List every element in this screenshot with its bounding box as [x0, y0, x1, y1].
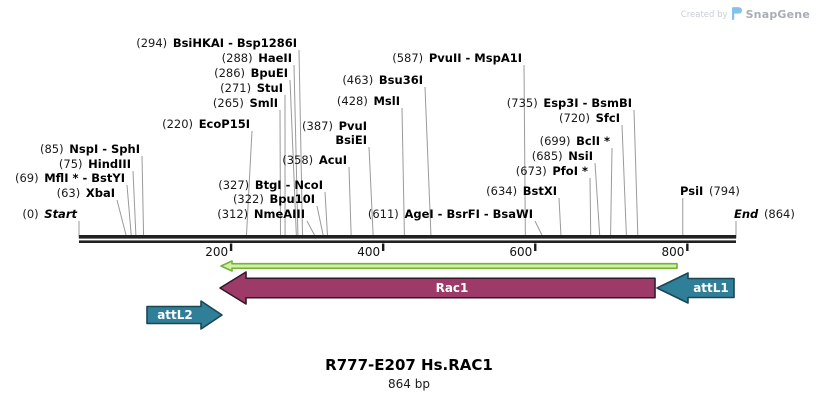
ruler-tick-400: [381, 243, 385, 251]
site-label-psii: PsiI (794): [680, 184, 740, 198]
site-label-haeii: (288) HaeII: [221, 51, 292, 65]
site-connector-358: [348, 166, 352, 239]
site-connector-69: [126, 184, 132, 239]
site-label-bsihkai-bsp1286i: (294) BsiHKAI - Bsp1286I: [136, 36, 297, 50]
ruler-tick-800: [686, 243, 689, 251]
site-connector-387: [368, 146, 374, 239]
site-label-stui: (271) StuI: [220, 81, 283, 95]
ruler-number-400: 400: [357, 245, 381, 259]
site-connector-322: [316, 205, 325, 239]
snapgene-brand-text: SnapGene: [745, 8, 810, 21]
site-connector-685: [594, 162, 601, 239]
site-connector-265: [279, 109, 282, 239]
sequence-line-bottom: [79, 240, 736, 243]
site-connector-327: [324, 191, 329, 239]
site-label-bcli: (699) BclI *: [539, 134, 610, 148]
site-label-esp3i-bsmbi: (735) Esp3I - BsmBI: [506, 96, 632, 110]
sequence-line-top: [79, 235, 736, 239]
ruler-tick-200: [229, 243, 233, 251]
ruler-tick-600: [534, 243, 537, 251]
green-range-arrow: [220, 260, 678, 272]
feature-arrow-rac1: [219, 271, 656, 305]
site-connector-587: [523, 64, 526, 239]
site-label-msli: (428) MslI: [336, 94, 400, 108]
site-label-bstxi: (634) BstXI: [486, 184, 557, 198]
site-label-nmeaiii: (312) NmeAIII: [217, 207, 305, 221]
site-connector-220: [245, 130, 253, 239]
ruler-number-600: 600: [509, 245, 533, 259]
feature-arrow-attl2: [146, 300, 223, 330]
site-connector-286: [289, 79, 297, 239]
site-label-mfli-bstyi: (69) MflI * - BstYI: [14, 171, 125, 185]
site-label-nsii: (685) NsiI: [531, 149, 593, 163]
site-label-end: End (864): [734, 207, 795, 221]
site-label-pfoi: (673) PfoI *: [515, 164, 588, 178]
site-label-sfci: (720) SfcI: [559, 111, 620, 125]
site-connector-735: [633, 109, 639, 239]
feature-label-attl2: attL2: [157, 308, 193, 322]
ruler-number-800: 800: [661, 245, 685, 259]
site-connector-75: [132, 170, 137, 239]
ruler-number-200: 200: [205, 245, 229, 259]
feature-arrow-attl1: [656, 272, 735, 304]
site-connector-463: [424, 86, 432, 239]
site-label-agei-bsrfi-bsawi: (611) AgeI - BsrFI - BsaWI: [367, 207, 533, 221]
site-label-start: (0) Start: [22, 207, 77, 221]
site-connector-634: [558, 197, 562, 239]
site-connector-294: [298, 49, 304, 239]
construct-length: 864 bp: [388, 377, 430, 391]
created-by-text: Created by: [680, 9, 728, 20]
site-connector-720: [621, 124, 627, 239]
site-label-btgi-ncoi: (327) BtgI - NcoI: [218, 178, 323, 192]
site-label-bsu36i: (463) Bsu36I: [342, 73, 423, 87]
site-label-xbai: (63) XbaI: [56, 186, 115, 200]
site-connector-85: [141, 155, 145, 239]
site-label-acui: (358) AcuI: [282, 153, 347, 167]
construct-title: R777-E207 Hs.RAC1: [325, 356, 493, 374]
site-label-hindiii: (75) HindIII: [58, 157, 131, 171]
site-label-bpuei: (286) BpuEI: [214, 66, 288, 80]
site-label-bpu10i: (322) Bpu10I: [232, 192, 315, 206]
feature-label-rac1: Rac1: [435, 281, 469, 295]
site-connector-699: [610, 147, 613, 239]
site-label-pvuii-mspa1i: (587) PvuII - MspA1I: [392, 51, 522, 65]
site-label-nspi-sphi: (85) NspI - SphI: [39, 142, 140, 156]
site-label-smli: (265) SmlI: [212, 96, 278, 110]
site-connector-288: [293, 64, 299, 239]
feature-label-attl1: attL1: [693, 281, 729, 295]
site-connector-673: [589, 177, 592, 239]
snapgene-watermark: Created by SnapGene: [681, 5, 810, 24]
map-title-block: R777-E207 Hs.RAC1 864 bp: [0, 356, 818, 391]
site-label-ecop15i: (220) EcoP15I: [162, 117, 250, 131]
site-connector-63: [116, 199, 128, 239]
snapgene-logo-icon: [731, 5, 742, 24]
site-connector-428: [401, 107, 405, 239]
